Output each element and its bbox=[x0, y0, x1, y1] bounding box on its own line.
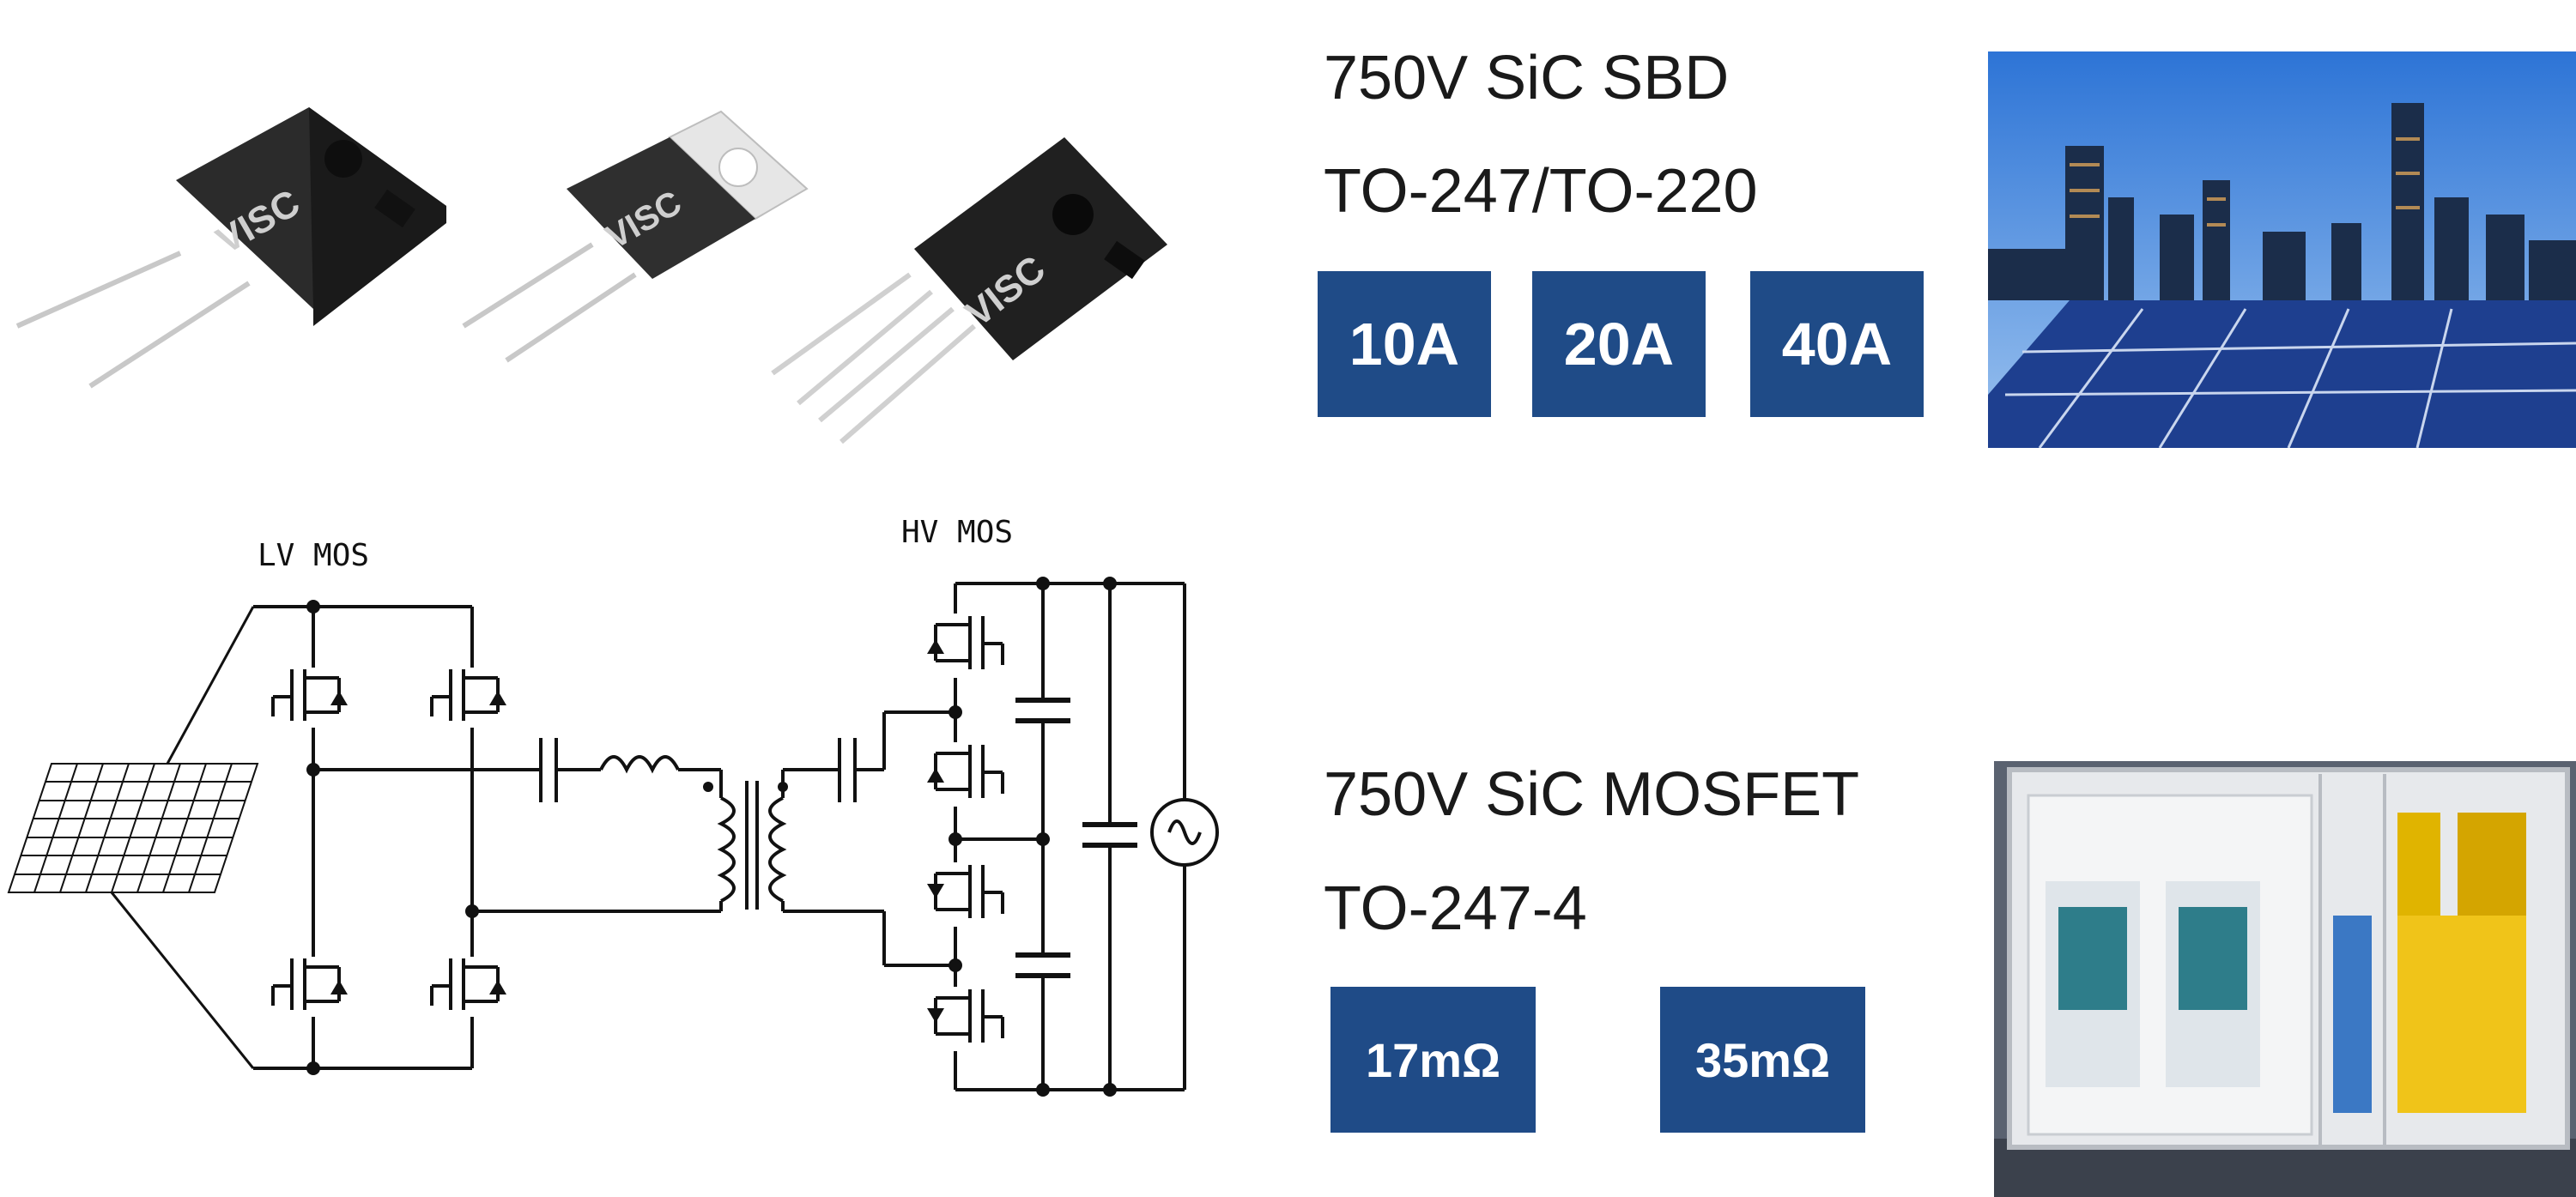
sbd-package: TO-247/TO-220 bbox=[1324, 157, 1758, 226]
lv-mosfet-q1 bbox=[268, 668, 354, 728]
hv-split-capacitor-top bbox=[1013, 698, 1073, 723]
solar-panel-symbol bbox=[7, 763, 259, 893]
transformer-primary bbox=[717, 796, 736, 903]
hv-split-capacitor-bottom bbox=[1013, 952, 1073, 978]
panel-wire-bottom bbox=[110, 892, 255, 1069]
rdson-badge-17: 17mΩ bbox=[1330, 987, 1536, 1133]
lv-mosfet-q3 bbox=[268, 957, 354, 1017]
lv-mosfet-q4 bbox=[427, 957, 512, 1017]
product-packages: VISC VISC VISC bbox=[15, 107, 1167, 444]
city-solar-photo bbox=[1988, 51, 2576, 448]
current-badge-40a: 40A bbox=[1750, 271, 1924, 417]
panel-wire-top bbox=[166, 606, 255, 765]
series-capacitor-lv bbox=[539, 738, 558, 802]
sbd-title: 750V SiC SBD bbox=[1324, 44, 1730, 112]
inverter-cabinet-photo bbox=[1994, 761, 2576, 1197]
mosfet-package: TO-247-4 bbox=[1324, 874, 1587, 943]
current-badge-10a: 10A bbox=[1318, 271, 1491, 417]
lv-mosfet-q2 bbox=[427, 668, 512, 728]
mosfet-title: 750V SiC MOSFET bbox=[1324, 760, 1860, 829]
ac-grid-source-icon bbox=[1150, 798, 1219, 867]
transformer-secondary bbox=[768, 796, 787, 903]
hv-nodes bbox=[949, 577, 1117, 1097]
inverter-circuit-diagram bbox=[7, 577, 1219, 1097]
hv-mosfet-q6 bbox=[918, 742, 1004, 807]
to220-package: VISC bbox=[462, 110, 809, 363]
hv-mos-label: HV MOS bbox=[901, 515, 1014, 550]
resonant-inductor bbox=[599, 755, 680, 774]
rdson-badge-35: 35mΩ bbox=[1660, 987, 1865, 1133]
dc-link-capacitor bbox=[1080, 822, 1140, 848]
to247-4-package: VISC bbox=[771, 137, 1167, 444]
hv-mosfet-q5 bbox=[918, 614, 1004, 678]
hv-mosfet-q8 bbox=[918, 987, 1004, 1051]
lv-mos-label: LV MOS bbox=[258, 538, 370, 573]
to247-package-2lead: VISC bbox=[15, 107, 446, 389]
series-capacitor-hv bbox=[838, 738, 857, 802]
hv-mosfet-q7 bbox=[918, 862, 1004, 927]
current-badge-20a: 20A bbox=[1532, 271, 1706, 417]
